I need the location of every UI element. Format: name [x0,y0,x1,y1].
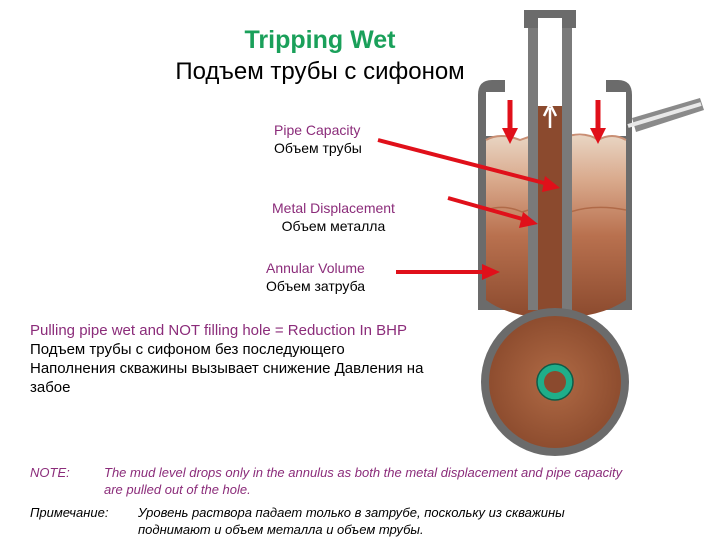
drill-pipe-mud [538,106,562,310]
pipe-up-arrow-icon [542,101,558,128]
drill-pipe-bore-empty [538,18,562,108]
note-en-label: NOTE: [30,465,70,480]
statement-en: Pulling pipe wet and NOT filling hole = … [30,322,408,339]
annular-volume-arrow [396,264,500,280]
label-annular-volume-ru: Объем затруба [266,278,366,294]
label-pipe-capacity: Pipe Capacity Объем трубы [274,121,362,157]
pipe-capacity-arrow [377,138,560,192]
note-en-text: The mud level drops only in the annulus … [104,465,623,497]
flow-line-bore [627,102,702,128]
note-ru-label: Примечание: [30,505,109,520]
label-annular-volume-en: Annular Volume [266,260,365,276]
label-metal-displacement-en: Metal Displacement [272,200,395,216]
annulus-down-arrow-left [502,100,518,144]
label-annular-volume: Annular Volume Объем затруба [266,259,365,295]
note-ru-text: Уровень раствора падает только в затрубе… [138,505,565,537]
statement: Pulling pipe wet and NOT filling hole = … [30,321,430,397]
red-arrows [377,100,606,280]
metal-displacement-arrow [447,196,538,228]
wellbore-cross-section [478,10,704,318]
label-metal-displacement: Metal Displacement Объем металла [272,199,395,235]
label-pipe-capacity-en: Pipe Capacity [274,122,361,138]
title-russian: Подъем трубы с сифоном [175,58,465,85]
plan-view-cross-section [481,308,629,456]
annulus-down-arrow-right [590,100,606,144]
statement-ru: Подъем трубы с сифоном без последующего … [30,341,424,396]
title-english: Tripping Wet [244,26,396,54]
plan-pipe-bore [544,371,566,393]
label-metal-displacement-ru: Объем металла [281,218,386,234]
label-pipe-capacity-ru: Объем трубы [274,140,362,156]
